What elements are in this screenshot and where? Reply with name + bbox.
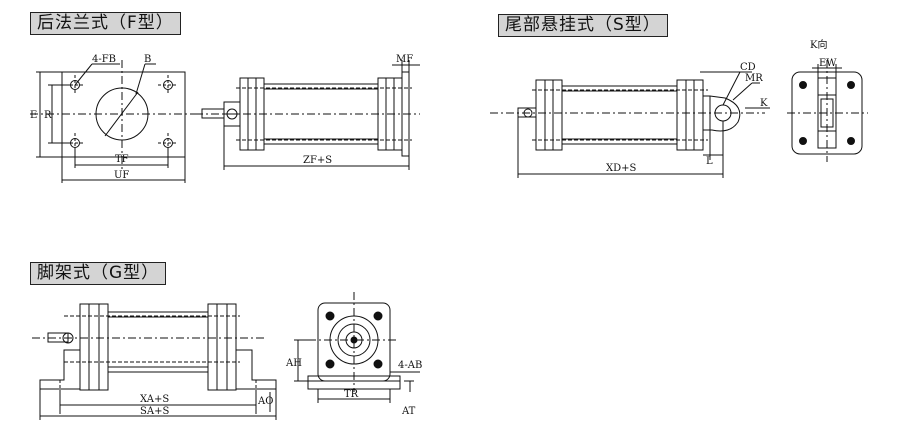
label-ah: AH [285,358,302,369]
foot-end-view [294,292,420,403]
flange-front-view [30,60,200,183]
label-ab: 4-AB [398,360,422,371]
label-mf: MF [396,54,413,65]
label-fb: 4-FB [92,54,116,65]
label-l: L [706,156,713,167]
label-sa: SA+S [140,406,169,417]
tail-side-view [490,71,770,178]
label-b: B [144,54,151,65]
label-tf: TF [115,154,129,165]
foot-title: 脚架式（G型） [30,262,167,285]
label-xa: XA+S [140,394,169,405]
flange-title: 后法兰式（F型） [30,12,181,35]
label-ew: EW [819,58,837,69]
tail-k-view [787,60,868,162]
label-cd: CD [740,62,756,73]
label-r: R [44,110,52,121]
label-tr: TR [344,389,359,400]
flange-side-view [195,60,420,170]
label-xd: XD+S [606,163,637,174]
label-mr: MR [745,73,763,84]
foot-side-view [32,303,277,420]
label-k: K [760,98,768,109]
label-e: E [30,110,37,121]
label-zf: ZF+S [303,155,332,166]
label-k-direction: K向 [810,38,827,51]
tail-title: 尾部悬挂式（S型） [498,14,668,37]
label-uf: UF [114,170,129,181]
label-at: AT [401,406,416,417]
label-ao: AO [257,396,273,407]
